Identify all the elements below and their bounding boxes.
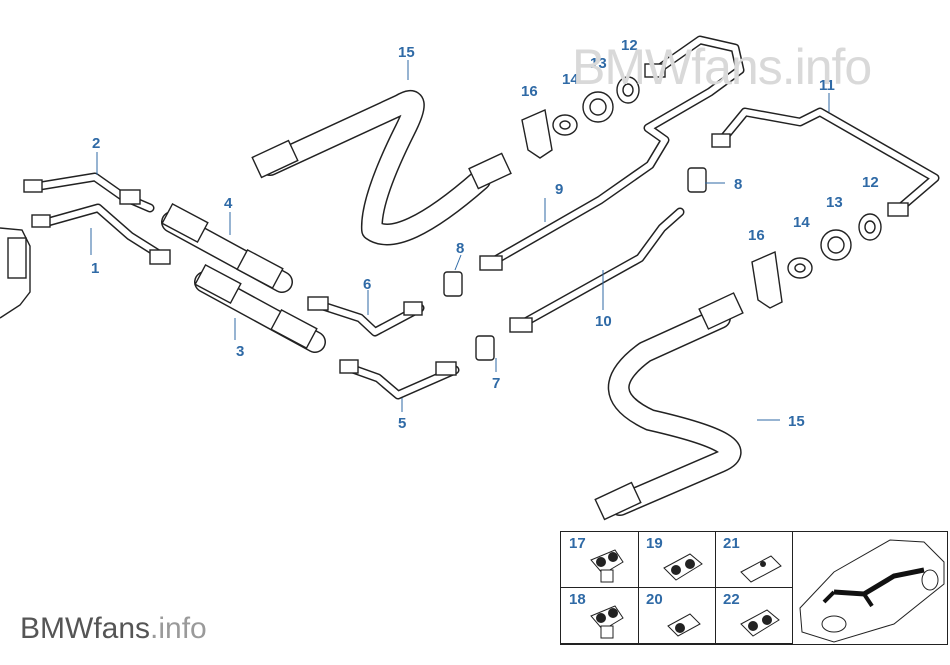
brake-hose-15-top[interactable] (251, 90, 512, 246)
callout-13-top: 13 (590, 55, 607, 72)
brake-pipe-2[interactable] (23, 172, 155, 213)
callout-15-top: 15 (398, 44, 415, 61)
brake-hose-15-bottom[interactable] (594, 292, 744, 521)
callout-7: 7 (492, 375, 500, 392)
watermark-top: BMWfans.info (572, 38, 873, 96)
ring-12-top[interactable] (616, 76, 640, 104)
clip-icon (667, 613, 701, 637)
watermark-bottom: BMWfans.info (20, 612, 207, 646)
callout-8-right: 8 (734, 176, 742, 193)
clip-icon (663, 553, 703, 581)
callout-14-top: 14 (562, 71, 579, 88)
clip-icon (590, 605, 624, 639)
callout-16-bottom: 16 (748, 227, 765, 244)
washer-14-bottom[interactable] (787, 257, 813, 279)
ring-12-bottom[interactable] (858, 213, 882, 241)
brake-pipe-10[interactable] (509, 207, 685, 333)
brake-pipe-9[interactable] (479, 35, 745, 271)
callout-3: 3 (236, 343, 244, 360)
callout-14-bottom: 14 (793, 214, 810, 231)
callout-10: 10 (595, 313, 612, 330)
nut-8-right[interactable] (687, 167, 707, 193)
car-outline-icon (799, 539, 945, 643)
leader-lines (90, 60, 830, 421)
callout-11: 11 (819, 77, 835, 94)
clip-label: 18 (569, 591, 586, 608)
clip-grid: 17 19 21 18 20 22 (560, 531, 948, 645)
nut-8-left[interactable] (443, 271, 463, 297)
callout-12-top: 12 (621, 37, 638, 54)
master-cylinder-fragment (0, 227, 31, 319)
brake-pipe-5[interactable] (339, 359, 460, 400)
callout-9: 9 (555, 181, 563, 198)
callout-5: 5 (398, 415, 406, 432)
clip-cell-17[interactable]: 17 (561, 532, 639, 588)
washer-14-top[interactable] (552, 114, 578, 136)
callout-16-top: 16 (521, 83, 538, 100)
clip-icon (740, 555, 782, 583)
clip-label: 20 (646, 591, 663, 608)
clip-cell-19[interactable]: 19 (638, 532, 716, 588)
clip-cell-20[interactable]: 20 (638, 588, 716, 644)
clip-cell-21[interactable]: 21 (715, 532, 793, 588)
vehicle-location-view (794, 532, 947, 644)
callout-15-bottom: 15 (788, 413, 805, 430)
brake-hose-3[interactable] (194, 263, 326, 353)
callout-6: 6 (363, 276, 371, 293)
clip-icon (590, 549, 624, 583)
callout-2: 2 (92, 135, 100, 152)
bracket-16-bottom[interactable] (751, 250, 783, 309)
callout-4: 4 (224, 195, 233, 212)
brake-pipe-11[interactable] (711, 107, 940, 217)
brake-pipe-6[interactable] (307, 296, 425, 337)
watermark-bottom-brand: BMWfans (20, 612, 151, 645)
clip-cell-22[interactable]: 22 (715, 588, 793, 644)
callout-1: 1 (91, 260, 99, 277)
clip-cell-18[interactable]: 18 (561, 588, 639, 644)
brake-hose-4[interactable] (161, 202, 293, 293)
clip-label: 22 (723, 591, 740, 608)
clip-icon (740, 609, 780, 637)
grommet-13-bottom[interactable] (820, 229, 852, 261)
bracket-16-top[interactable] (521, 109, 553, 159)
callout-13-bottom: 13 (826, 194, 843, 211)
watermark-top-suffix: .info (781, 39, 873, 95)
watermark-top-brand: BMWfans (572, 39, 783, 95)
clip-label: 17 (569, 535, 586, 552)
clip-label: 21 (723, 535, 740, 552)
callout-8-left: 8 (456, 240, 464, 257)
clip-label: 19 (646, 535, 663, 552)
watermark-bottom-suffix: .info (150, 612, 207, 645)
brake-pipe-1[interactable] (31, 203, 171, 265)
callout-12-bottom: 12 (862, 174, 879, 191)
grommet-13-top[interactable] (582, 91, 614, 123)
nut-7[interactable] (475, 335, 495, 361)
